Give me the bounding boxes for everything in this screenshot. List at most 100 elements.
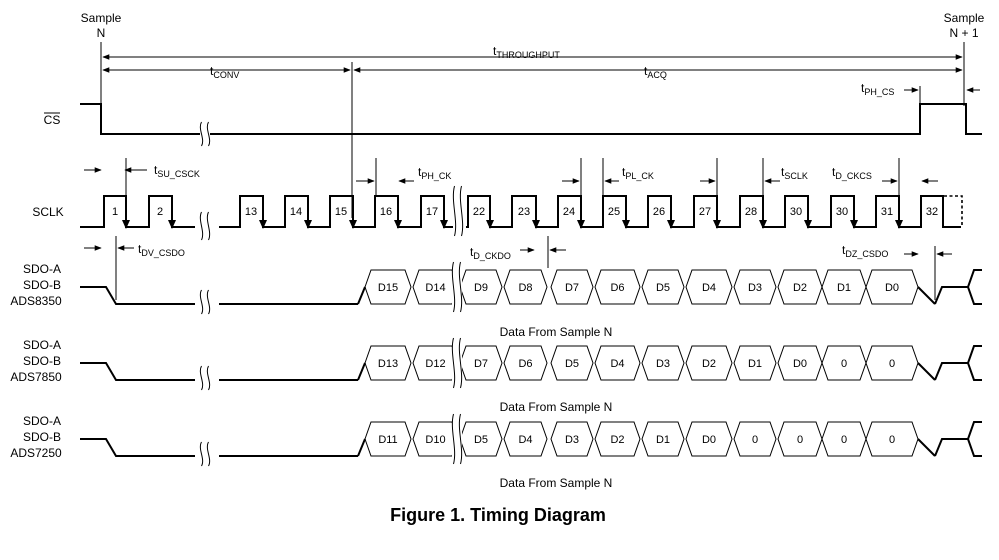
data-bit-label: 0: [841, 434, 847, 446]
data-footer-label: Data From Sample N: [500, 476, 613, 490]
sdo-idle-waveform: [80, 286, 358, 305]
break-mark: [452, 185, 464, 237]
sclk-edge-arrows: [122, 220, 903, 229]
sdo-data-start-edge: [357, 438, 366, 457]
data-bit-cell: [685, 421, 733, 457]
break-mark: [199, 289, 211, 315]
data-bit-label: D6: [610, 282, 624, 294]
su-csck-label: tSU_CSCK: [154, 163, 200, 179]
break-mark: [451, 413, 463, 465]
acq-label: tACQ: [644, 64, 667, 80]
data-bit-label: D1: [748, 358, 762, 370]
break-mark: [199, 441, 211, 467]
data-bit-label: D4: [702, 282, 716, 294]
device-name-label: ADS8350: [10, 294, 62, 308]
sample-n1-label: Sample: [944, 11, 985, 25]
device-row-ads8350: SDO-A SDO-B ADS8350 Data From Sample N: [10, 262, 612, 339]
axis-break-marks: [199, 121, 464, 467]
data-bit-cell: [459, 345, 503, 381]
sdo-next-sample-edge: [967, 269, 982, 305]
data-footer-label: Data From Sample N: [500, 400, 613, 414]
data-bit-label: D0: [885, 282, 899, 294]
data-bit-label: D4: [518, 434, 532, 446]
sdo-tristate-waveform: [917, 286, 968, 305]
sclk-period-label: tSCLK: [781, 165, 808, 181]
data-bit-label: 0: [841, 358, 847, 370]
figure-caption: Figure 1. Timing Diagram: [390, 505, 606, 525]
sdo-next-sample-edge: [967, 421, 982, 457]
sclk-pulse-number: 15: [335, 206, 347, 218]
data-bit-label: D9: [474, 282, 488, 294]
data-bit-cell: [503, 345, 548, 381]
data-bit-label: D3: [656, 358, 670, 370]
data-bit-label: D7: [474, 358, 488, 370]
cs-label: CS: [44, 113, 61, 127]
data-bit-cell: [733, 421, 777, 457]
data-bit-cell: [685, 345, 733, 381]
sdo-data-start-edge: [357, 362, 366, 381]
sclk-pulse-number: 13: [245, 206, 257, 218]
break-mark: [451, 337, 463, 389]
data-bit-label: D11: [378, 434, 397, 446]
data-bit-cell: [364, 345, 412, 381]
sclk-label: SCLK: [32, 205, 63, 219]
sdo-b-label: SDO-B: [23, 354, 61, 368]
dz-csdo-label: tDZ_CSDO: [842, 243, 888, 259]
d-ckcs-label: tD_CKCS: [832, 165, 872, 181]
data-bit-label: 0: [889, 434, 895, 446]
data-bit-cell: [459, 421, 503, 457]
cs-waveform: [80, 103, 982, 135]
data-bit-cell: [594, 345, 641, 381]
sdo-tristate-waveform: [917, 362, 968, 381]
break-mark: [199, 365, 211, 391]
data-bit-label: D7: [565, 282, 579, 294]
data-bit-cell: [641, 269, 685, 305]
sclk-pulse-number: 30: [790, 206, 802, 218]
sclk-pulse-number: 17: [426, 206, 438, 218]
data-bit-label: 0: [797, 434, 803, 446]
sdo-b-label: SDO-B: [23, 430, 61, 444]
sclk-pulse-number: 26: [653, 206, 665, 218]
sclk-pulse-number: 14: [290, 206, 302, 218]
data-bit-label: D1: [656, 434, 670, 446]
data-bit-cell: [733, 345, 777, 381]
data-footer-label: Data From Sample N: [500, 325, 613, 339]
data-bit-label: D4: [610, 358, 624, 370]
sdo-tristate-waveform: [917, 438, 968, 457]
data-bit-label: D10: [425, 434, 445, 446]
device-name-label: ADS7850: [10, 370, 62, 384]
conv-label: tCONV: [210, 64, 239, 80]
sclk-pulse-number: 2: [157, 206, 163, 218]
sclk-pulse-number: 27: [699, 206, 711, 218]
sclk-pulse-number: 22: [473, 206, 485, 218]
sclk-pulse-number: 31: [881, 206, 893, 218]
break-mark: [451, 261, 463, 313]
sample-n-index: N: [97, 26, 106, 40]
data-bit-cell: [594, 269, 641, 305]
data-bit-cell: [641, 421, 685, 457]
sdo-idle-waveform: [80, 362, 358, 381]
data-bit-cell: [364, 269, 412, 305]
data-bit-label: D1: [837, 282, 851, 294]
sclk-pulse-number: 24: [563, 206, 575, 218]
sample-n-label: Sample: [81, 11, 122, 25]
data-bit-label: D5: [565, 358, 579, 370]
dv-csdo-label: tDV_CSDO: [138, 242, 185, 258]
break-mark: [199, 121, 211, 147]
sample-n1-index: N + 1: [949, 26, 978, 40]
data-bit-cell: [503, 269, 548, 305]
sclk-pulse-numbers: 1 2 13 14 15 16 17 22 23 24 25 26 27 28 …: [112, 206, 938, 218]
data-bit-label: D5: [474, 434, 488, 446]
data-bit-label: D14: [425, 282, 445, 294]
sclk-pulse-number: 23: [518, 206, 530, 218]
data-bit-label: D2: [610, 434, 624, 446]
sdo-a-label: SDO-A: [23, 414, 61, 428]
sdo-a-label: SDO-A: [23, 338, 61, 352]
data-bit-label: 0: [752, 434, 758, 446]
data-bit-label: D2: [793, 282, 807, 294]
data-bit-label: D8: [518, 282, 532, 294]
device-row-ads7250: SDO-A SDO-B ADS7250 Data From Sample N: [10, 414, 612, 490]
